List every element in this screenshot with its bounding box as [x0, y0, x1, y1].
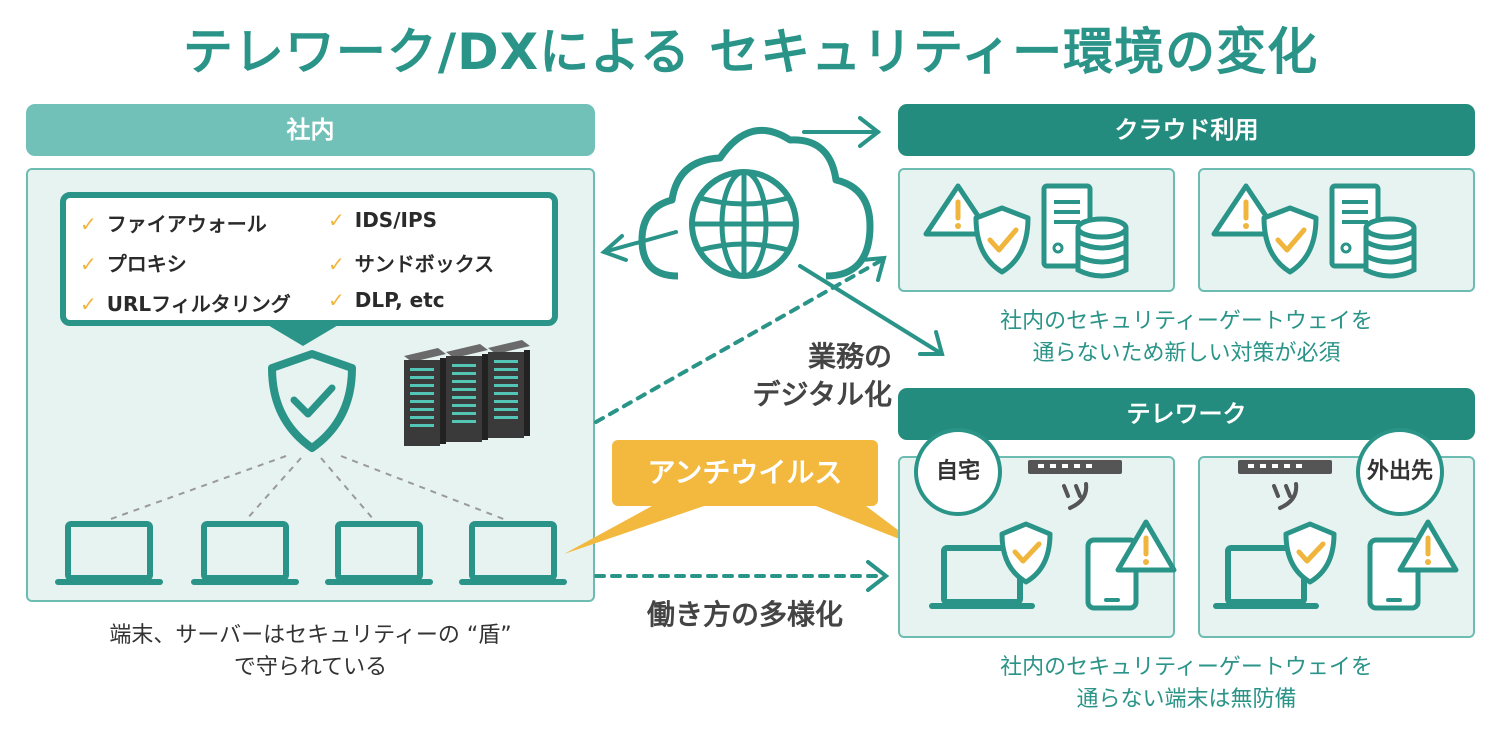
check-icon: ✓ [328, 208, 345, 232]
arrow-left-icon [600, 230, 678, 262]
shield-icon [973, 205, 1031, 275]
database-icon [1363, 216, 1417, 279]
checklist-item: ✓IDS/IPS [328, 208, 438, 232]
shield-icon [1283, 521, 1337, 585]
antivirus-wedge-left [564, 506, 704, 554]
checklist-item: ✓DLP, etc [328, 288, 445, 312]
check-icon: ✓ [328, 252, 345, 276]
checklist-item: ✓サンドボックス [328, 252, 495, 276]
checklist-item: ✓ファイアウォール [80, 212, 267, 236]
server-rack-icon [404, 340, 530, 446]
telework-caption: 社内のセキュリティーゲートウェイを 通らない端末は無防備 [1000, 655, 1373, 712]
cloud-globe-icon [638, 126, 874, 280]
shield-icon [1261, 205, 1319, 275]
telework-graphics [929, 460, 1459, 611]
warning-shield-server [1211, 183, 1417, 279]
office-header: 社内 [26, 104, 595, 156]
check-icon: ✓ [80, 212, 97, 236]
laptop-icon [55, 521, 163, 585]
router-icon [1238, 460, 1332, 510]
check-icon: ✓ [80, 252, 97, 276]
arrow-right-icon [802, 116, 882, 148]
shield-icon [268, 350, 356, 452]
laptop-icons [55, 521, 567, 585]
office-graphics [55, 324, 567, 585]
laptop-icon [191, 521, 299, 585]
check-icon: ✓ [80, 292, 97, 316]
antivirus-label: アンチウイルス [612, 440, 878, 506]
antivirus-wedge-right [816, 506, 922, 548]
laptop-icon [325, 521, 433, 585]
dashed-arrow-digitalization [594, 258, 884, 424]
database-icon [1075, 216, 1129, 279]
callout-tail [266, 324, 340, 346]
check-icon: ✓ [328, 288, 345, 312]
digitalization-label: 業務の デジタル化 [752, 340, 892, 411]
telework-header: テレワーク [898, 388, 1475, 440]
cloud-box-graphics [923, 183, 1417, 279]
center-graphics [564, 116, 945, 592]
checklist-item: ✓URLフィルタリング [80, 292, 291, 316]
cloud-caption: 社内のセキュリティーゲートウェイを 通らないため新しい対策が必須 [1000, 309, 1373, 366]
warning-shield-server [923, 183, 1129, 279]
shield-icon [999, 521, 1053, 585]
laptop-icon [459, 521, 567, 585]
router-icon [1028, 460, 1122, 510]
checklist-item: ✓プロキシ [80, 252, 187, 276]
workstyle-label: 働き方の多様化 [646, 598, 843, 631]
office-caption: 端末、サーバーはセキュリティーの “盾” で守られている [109, 623, 512, 680]
page-title: テレワーク/DXによる セキュリティー環境の変化 [182, 23, 1319, 81]
cloud-header: クラウド利用 [898, 104, 1475, 156]
security-checklist: ✓ファイアウォール ✓IDS/IPS ✓プロキシ ✓サンドボックス ✓URLフィ… [60, 192, 558, 326]
arrowhead-icon [860, 255, 887, 282]
arrowhead-icon [866, 560, 890, 592]
outside-badge: 外出先 [1356, 428, 1444, 516]
arrow-down-right-icon [798, 264, 945, 356]
home-badge: 自宅 [914, 428, 1002, 516]
connector-lines [107, 455, 507, 521]
